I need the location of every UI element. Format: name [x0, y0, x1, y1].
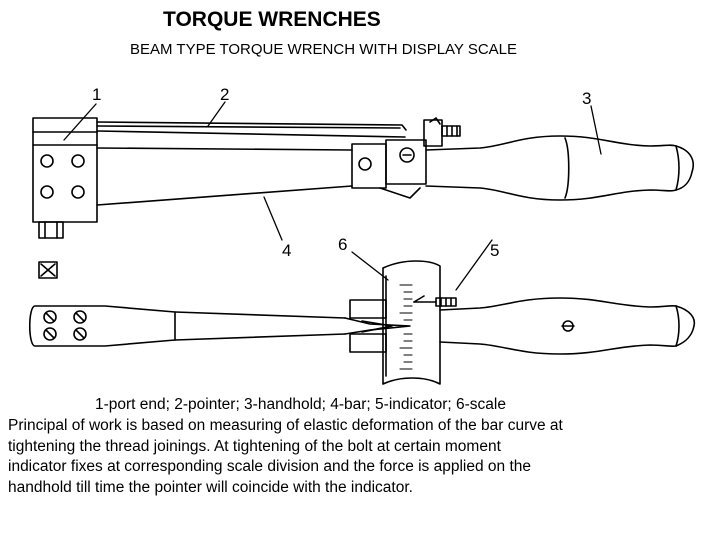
top-scale [382, 260, 441, 385]
page-title: TORQUE WRENCHES [163, 8, 381, 31]
top-port-end [28, 305, 176, 347]
side-handhold [425, 135, 694, 201]
nut-symbol [38, 261, 58, 279]
callout-2: 2 [220, 85, 229, 104]
legend-caption: 1-port end; 2-pointer; 3-handhold; 4-bar… [95, 396, 506, 413]
side-pointer [96, 121, 407, 131]
callout-5: 5 [490, 241, 499, 260]
leader-lines [63, 101, 602, 291]
port-end-head [32, 117, 98, 239]
callout-6: 6 [338, 235, 347, 254]
callout-1: 1 [92, 85, 101, 104]
description-line: handhold till time the pointer will coin… [8, 478, 413, 496]
description: Principal of work is based on measuring … [8, 416, 714, 498]
top-bar [174, 311, 411, 341]
side-bar [96, 130, 406, 206]
page-subtitle: BEAM TYPE TORQUE WRENCH WITH DISPLAY SCA… [130, 41, 518, 58]
description-line: Principal of work is based on measuring … [8, 417, 563, 434]
description-line: tightening the thread joinings. At tight… [8, 437, 501, 455]
side-view-wrench [32, 117, 694, 239]
top-indicator [349, 295, 457, 353]
callout-4: 4 [282, 241, 291, 260]
side-indicator-clamp [351, 117, 461, 199]
top-handhold [439, 297, 696, 355]
description-line: indicator fixes at corresponding scale d… [8, 458, 532, 475]
callout-3: 3 [582, 89, 591, 108]
top-view-wrench [28, 260, 696, 385]
